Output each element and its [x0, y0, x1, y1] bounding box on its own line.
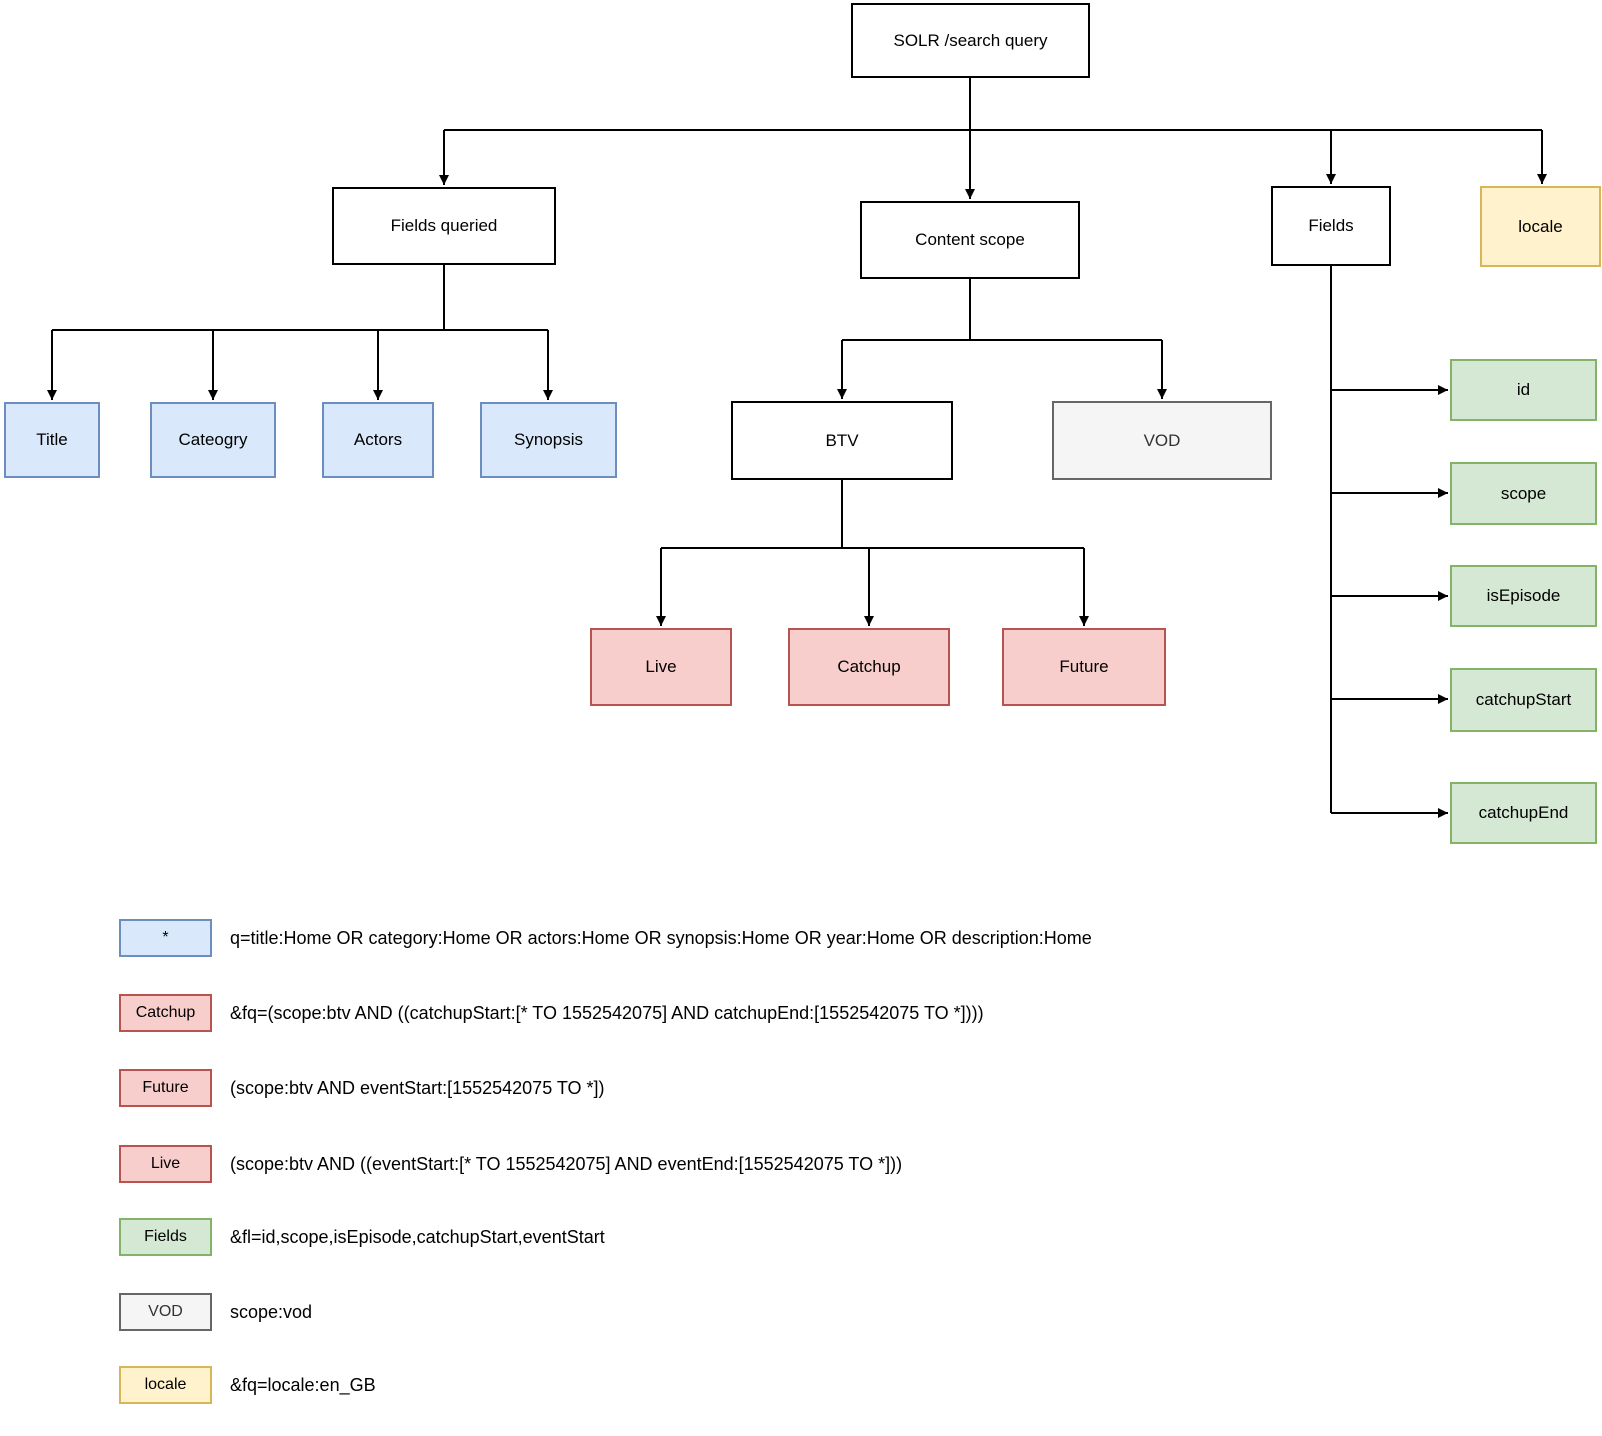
node-future: Future — [1002, 628, 1166, 706]
legend-key-box: locale — [119, 1366, 212, 1404]
node-field-isepisode: isEpisode — [1450, 565, 1597, 627]
legend-key-box: * — [119, 919, 212, 957]
legend-key-label: Catchup — [135, 1004, 196, 1021]
legend-text: q=title:Home OR category:Home OR actors:… — [230, 927, 1092, 948]
legend-key-box: Live — [119, 1145, 212, 1183]
node-locale: locale — [1480, 186, 1601, 267]
node-fields: Fields — [1271, 186, 1391, 266]
legend-key-box: Fields — [119, 1218, 212, 1256]
node-solr-search-query: SOLR /search query — [851, 3, 1090, 78]
legend-key-box: VOD — [119, 1293, 212, 1331]
node-cateogry: Cateogry — [150, 402, 276, 478]
legend-key-label: VOD — [148, 1303, 183, 1320]
legend-text: &fq=(scope:btv AND ((catchupStart:[* TO … — [230, 1002, 984, 1023]
node-field-catchupend: catchupEnd — [1450, 782, 1597, 844]
node-vod: VOD — [1052, 401, 1272, 480]
legend-text: &fq=locale:en_GB — [230, 1374, 376, 1395]
legend-row-query-fields: * q=title:Home OR category:Home OR actor… — [119, 918, 1092, 958]
node-live: Live — [590, 628, 732, 706]
legend-row-catchup: Catchup &fq=(scope:btv AND ((catchupStar… — [119, 993, 984, 1033]
legend-key-label: locale — [144, 1376, 187, 1393]
legend-row-vod: VOD scope:vod — [119, 1292, 312, 1332]
legend-key-label: Live — [150, 1155, 181, 1172]
legend-key-box: Future — [119, 1069, 212, 1107]
node-synopsis: Synopsis — [480, 402, 617, 478]
legend-row-fields: Fields &fl=id,scope,isEpisode,catchupSta… — [119, 1217, 605, 1257]
node-actors: Actors — [322, 402, 434, 478]
legend-key-label: Future — [142, 1079, 189, 1096]
legend-text: scope:vod — [230, 1301, 313, 1322]
node-fields-queried: Fields queried — [332, 187, 556, 265]
node-field-scope: scope — [1450, 462, 1597, 525]
legend-key-box: Catchup — [119, 994, 212, 1032]
node-content-scope: Content scope — [860, 201, 1080, 279]
node-catchup: Catchup — [788, 628, 950, 706]
legend-row-live: Live (scope:btv AND ((eventStart:[* TO 1… — [119, 1144, 902, 1184]
legend-text: (scope:btv AND eventStart:[1552542075 TO… — [230, 1077, 605, 1098]
node-field-catchupstart: catchupStart — [1450, 668, 1597, 732]
node-btv: BTV — [731, 401, 953, 480]
legend-key-label: * — [162, 929, 169, 946]
legend-text: (scope:btv AND ((eventStart:[* TO 155254… — [230, 1153, 903, 1174]
legend-text: &fl=id,scope,isEpisode,catchupStart,even… — [230, 1226, 605, 1247]
node-title: Title — [4, 402, 100, 478]
legend-key-label: Fields — [144, 1228, 187, 1245]
node-field-id: id — [1450, 359, 1597, 421]
legend-row-locale: locale &fq=locale:en_GB — [119, 1365, 376, 1405]
legend-row-future: Future (scope:btv AND eventStart:[155254… — [119, 1068, 605, 1108]
